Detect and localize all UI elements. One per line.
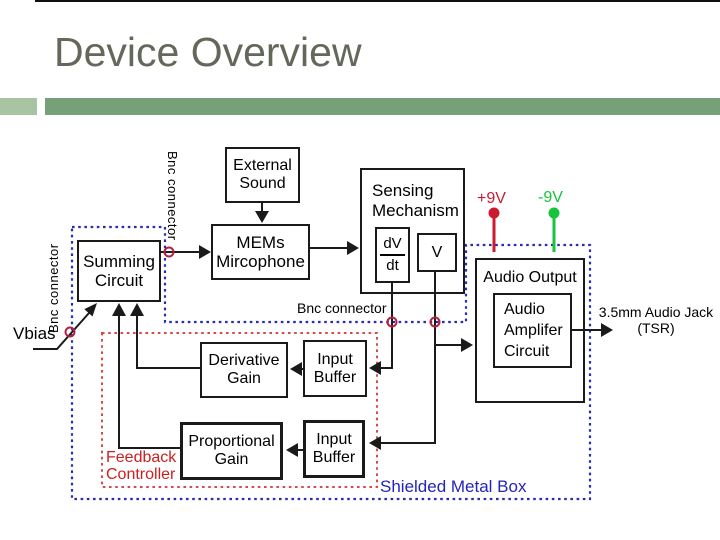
block-audio-amplifier-circuit-label: Audio Amplifer Circuit (504, 301, 563, 360)
arrow-into-audio-output (461, 338, 473, 352)
label-shielded-metal-box: Shielded Metal Box (380, 477, 527, 496)
top-edge-line (35, 0, 720, 2)
block-proportional-gain: Proportional Gain (180, 422, 283, 480)
block-external-sound-label: External Sound (233, 157, 292, 192)
accent-bar-light (0, 98, 37, 115)
block-v-meter-label: V (431, 243, 443, 261)
bnc-crossing-ring-v (429, 316, 441, 328)
block-v-meter: V (417, 233, 457, 272)
block-input-buffer-top: Input Buffer (303, 340, 367, 397)
wire-proportional-to-summing (118, 315, 180, 449)
label-bnc-connector-bottom: Bnc connector (297, 300, 387, 316)
block-sensing-mechanism-label: Sensing Mechanism (372, 181, 459, 220)
wire-derivative-to-summing (136, 315, 200, 369)
label-bnc-connector-middle: Bnc connector (165, 151, 180, 241)
wire-v-to-input-buffer-bottom (380, 272, 436, 444)
block-proportional-gain-label: Proportional Gain (188, 433, 275, 468)
arrow-derivative-into-summing (130, 303, 144, 316)
arrow-into-mems-top (255, 211, 269, 223)
arrow-into-sensing (347, 241, 359, 255)
arrow-into-proportional-gain (286, 443, 298, 457)
block-dv-dt: dV dt (375, 227, 410, 283)
label-audio-jack: 3.5mm Audio Jack (TSR) (598, 304, 714, 336)
dv-dt-denominator: dt (386, 257, 399, 274)
block-derivative-gain-label: Derivative Gain (208, 352, 280, 387)
bnc-crossing-ring-dvdt (386, 316, 398, 328)
block-mems-microphone-label: MEMs Mircophone (216, 233, 305, 271)
label-supply-minus9v: -9V (538, 189, 563, 206)
block-audio-amplifier-circuit: Audio Amplifer Circuit (493, 293, 572, 368)
dv-dt-numerator: dV (380, 236, 405, 256)
block-input-buffer-top-label: Input Buffer (313, 350, 357, 386)
arrow-vbias-into-summing (84, 303, 97, 317)
block-mems-microphone: MEMs Mircophone (211, 224, 310, 280)
accent-bar-dark (45, 98, 720, 115)
arrow-into-input-buffer-top (369, 361, 381, 375)
block-input-buffer-bottom: Input Buffer (303, 420, 365, 478)
page-title: Device Overview (54, 29, 362, 75)
arrow-into-derivative-gain (290, 362, 302, 376)
block-audio-output-label: Audio Output (483, 269, 577, 286)
arrow-into-mems-left (199, 245, 211, 259)
label-supply-plus9v: +9V (477, 190, 506, 207)
bnc-crossing-ring-vbias (64, 326, 76, 338)
block-derivative-gain: Derivative Gain (200, 342, 288, 398)
arrow-into-input-buffer-bottom (369, 436, 381, 450)
label-feedback-controller: Feedback Controller (106, 449, 177, 483)
block-external-sound: External Sound (225, 147, 300, 203)
supply-negative-dot (548, 207, 560, 219)
arrow-proportional-into-summing (112, 303, 126, 316)
label-bnc-connector-left: Bnc connector (46, 243, 61, 333)
wire-dvdt-to-input-buffer-top (380, 283, 393, 369)
block-input-buffer-bottom-label: Input Buffer (312, 431, 356, 466)
block-summing-circuit-label: Summing Circuit (83, 252, 155, 290)
supply-positive-dot (488, 207, 500, 219)
block-summing-circuit: Summing Circuit (77, 240, 161, 302)
